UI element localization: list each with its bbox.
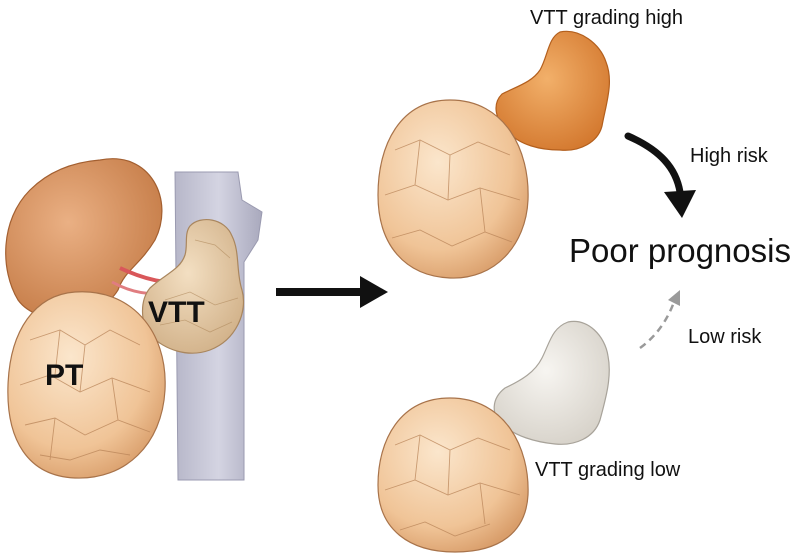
high-risk-arrow (624, 132, 684, 196)
low-tumor-texture (384, 434, 521, 537)
high-primary-tumor (377, 99, 529, 279)
high-tumor-texture (384, 139, 521, 247)
high-risk-arrow-head (664, 190, 696, 218)
label-poor-prognosis: Poor prognosis (569, 232, 791, 269)
label-pt: PT (45, 359, 83, 392)
high-grade-illustration (377, 30, 611, 279)
tumor-texture (19, 329, 151, 461)
thrombus-texture (159, 239, 239, 333)
label-vtt-grading-low: VTT grading low (535, 459, 681, 481)
label-vtt: VTT (148, 296, 205, 329)
label-vtt-grading-high: VTT grading high (530, 7, 683, 29)
left-thrombus (141, 218, 245, 354)
low-risk-arrow (639, 301, 676, 350)
low-grade-illustration (377, 320, 610, 553)
low-risk-arrow-head (668, 290, 680, 306)
label-low-risk: Low risk (688, 326, 762, 348)
high-thrombus (495, 30, 611, 151)
main-arrow-head (360, 276, 388, 308)
primary-tumor (7, 291, 166, 479)
label-high-risk: High risk (690, 145, 769, 167)
left-illustration (5, 158, 263, 481)
low-thrombus (493, 320, 610, 445)
